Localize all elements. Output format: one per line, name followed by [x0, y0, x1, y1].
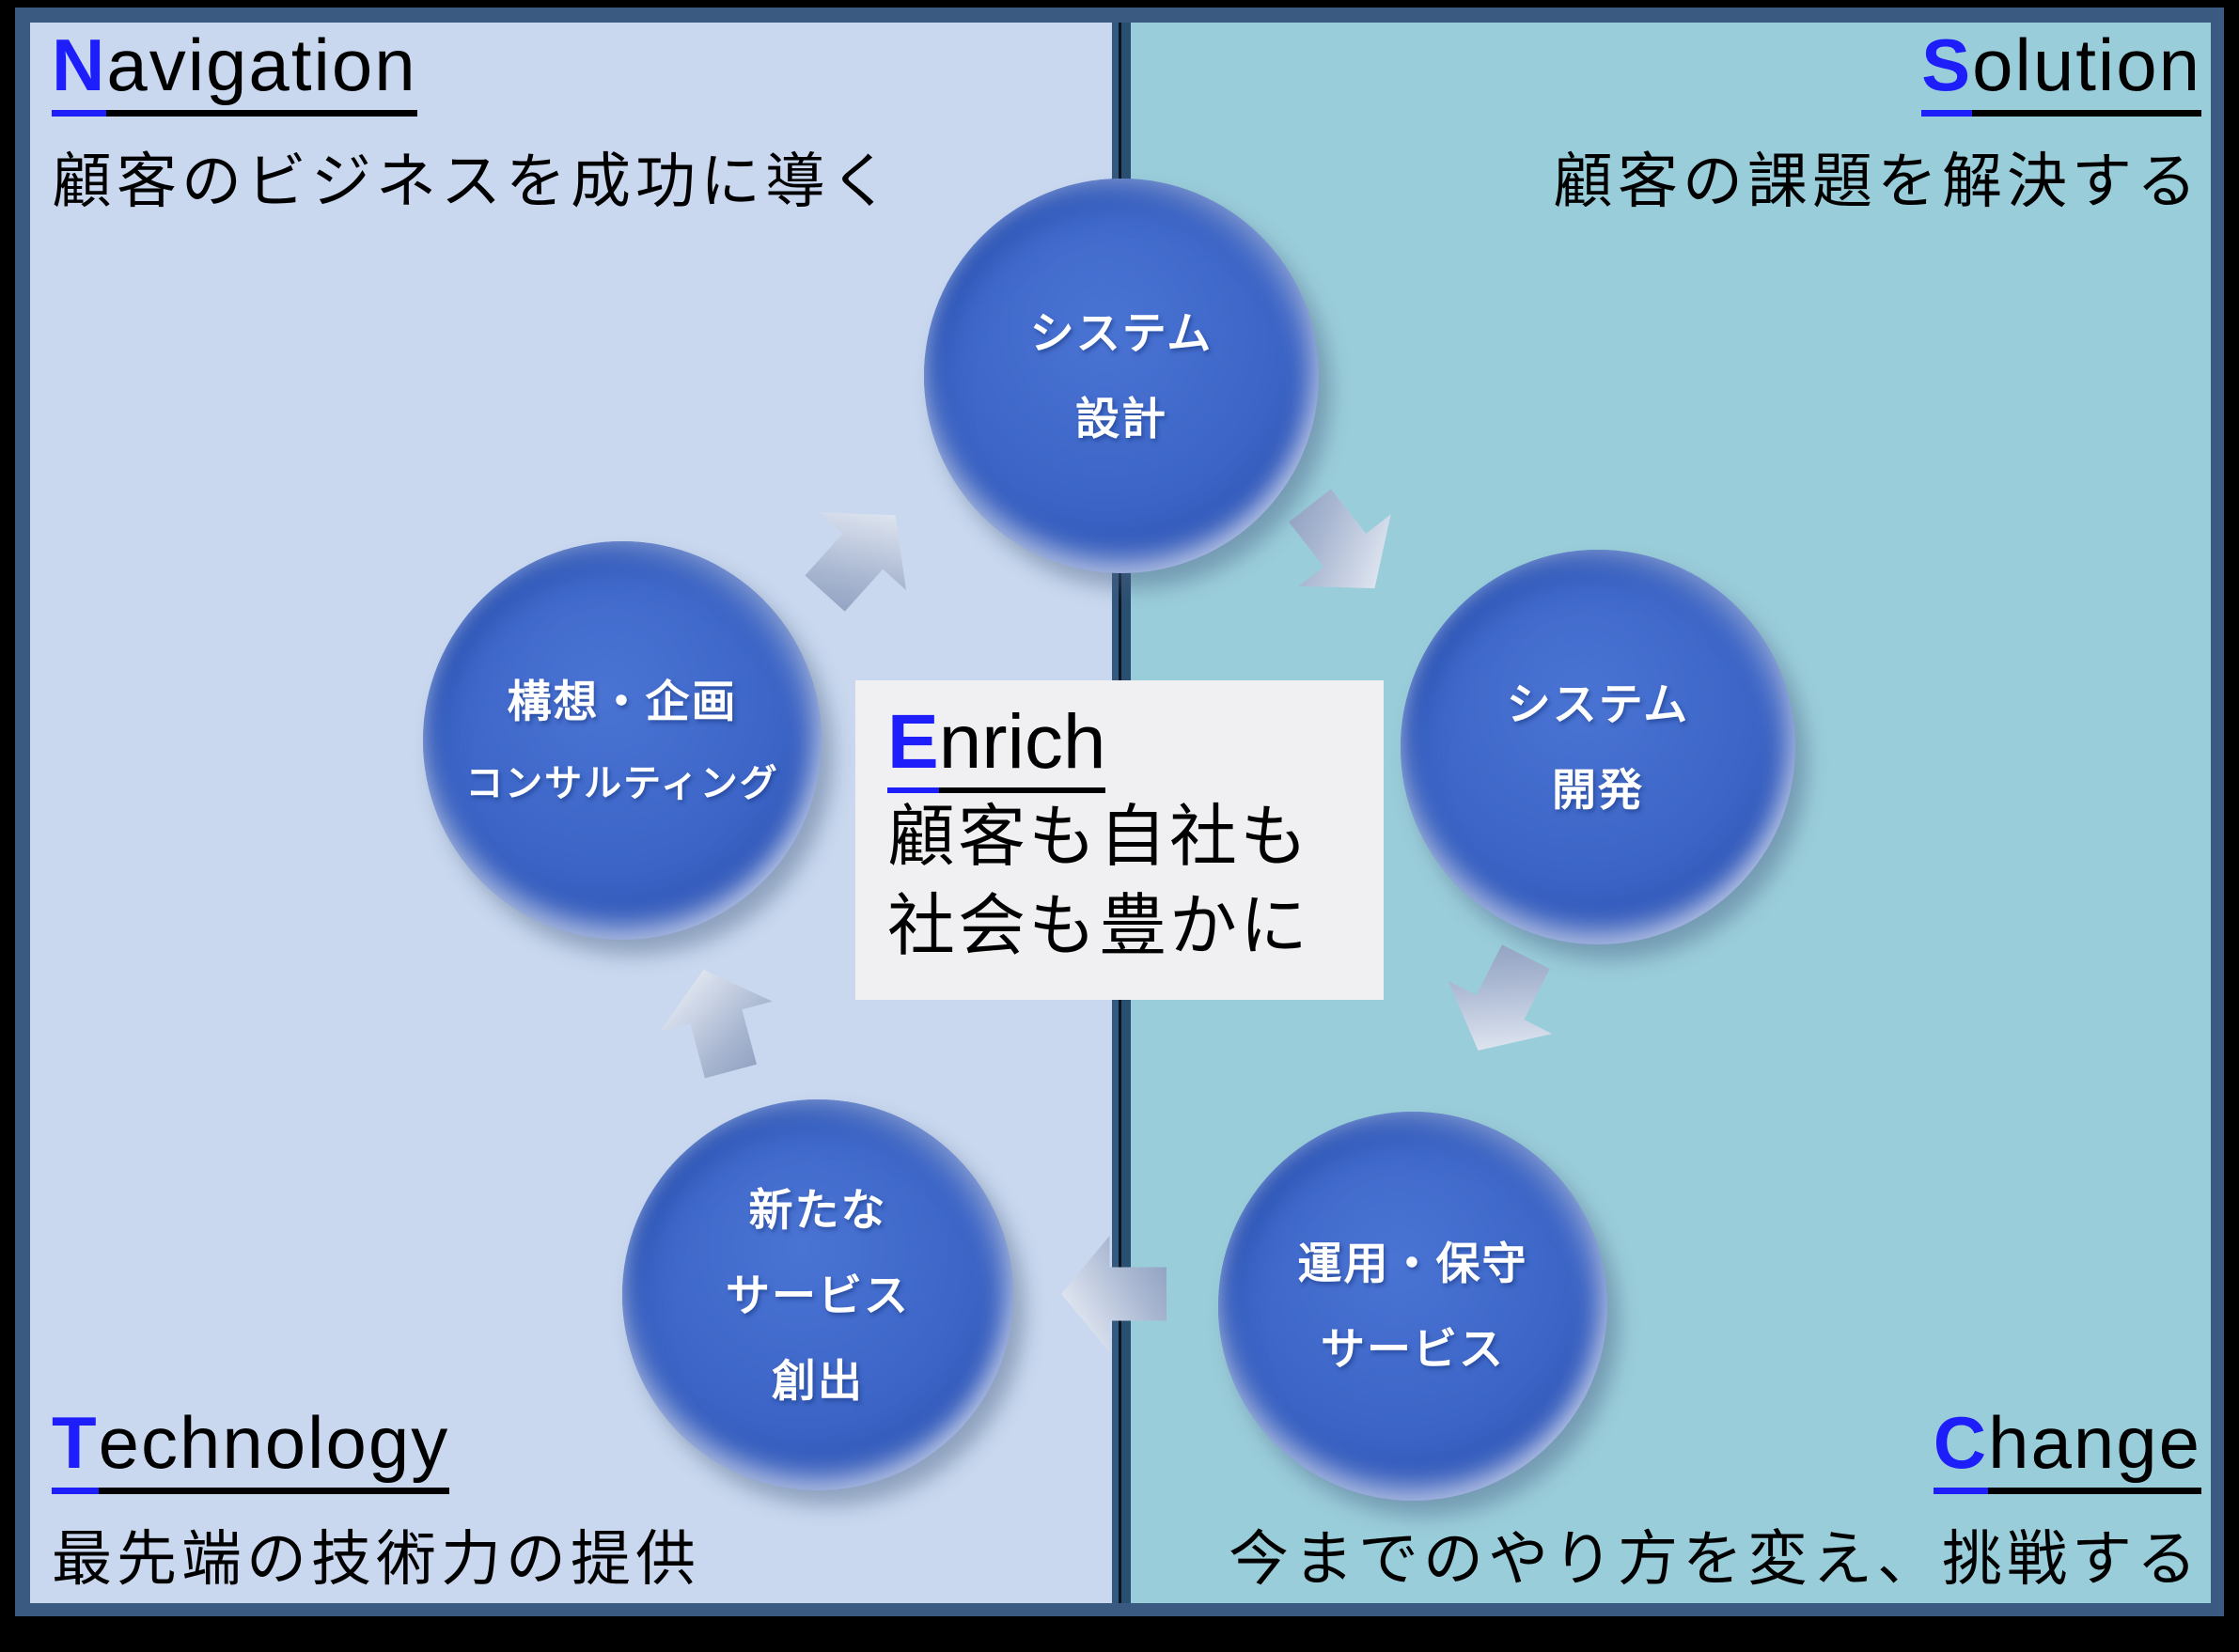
- change-title: Change: [1229, 1401, 2201, 1495]
- navigation-title: Navigation: [52, 23, 895, 117]
- cycle-step-planning-consulting: 構想・企画 コンサルティング: [423, 541, 822, 940]
- cycle-step-system-design: システム 設計: [924, 179, 1319, 573]
- cycle-step-label: サービス: [1321, 1324, 1505, 1374]
- change-initial: C: [1933, 1401, 1989, 1495]
- cycle-step-system-development: システム 開発: [1401, 550, 1795, 944]
- cycle-step-operation-maintenance: 運用・保守 サービス: [1218, 1112, 1607, 1501]
- enrich-box: Enrich 顧客も自社も 社会も豊かに: [855, 680, 1384, 1000]
- cycle-step-label: コンサルティング: [465, 762, 779, 804]
- technology-initial: T: [52, 1401, 99, 1495]
- cycle-step-label: 運用・保守: [1297, 1239, 1528, 1288]
- cycle-step-new-service-creation: 新たな サービス 創出: [622, 1099, 1013, 1490]
- solution-subtitle: 顧客の課題を解決する: [1553, 148, 2201, 216]
- corner-solution: Solution 顧客の課題を解決する: [1553, 23, 2201, 220]
- solution-rest: olution: [1972, 23, 2201, 117]
- change-rest: hange: [1988, 1401, 2201, 1495]
- cycle-step-label: 構想・企画: [507, 676, 738, 726]
- enrich-rest: nrich: [938, 699, 1106, 793]
- solution-title: Solution: [1553, 23, 2201, 117]
- cycle-step-label: システム: [1029, 308, 1213, 358]
- corner-navigation: Navigation 顧客のビジネスを成功に導く: [52, 23, 895, 220]
- technology-rest: echnology: [98, 1401, 450, 1495]
- solution-initial: S: [1921, 23, 1973, 117]
- navigation-rest: avigation: [106, 23, 417, 117]
- enrich-line2: 社会も豊かに: [887, 888, 1311, 964]
- navigation-initial: N: [52, 23, 107, 117]
- technology-title: Technology: [52, 1401, 700, 1495]
- change-subtitle: 今までのやり方を変え、挑戦する: [1229, 1525, 2201, 1594]
- corner-change: Change 今までのやり方を変え、挑戦する: [1229, 1401, 2201, 1597]
- enrich-title: Enrich: [887, 699, 1384, 793]
- cycle-step-label: システム: [1506, 679, 1690, 729]
- enrich-line1: 顧客も自社も: [887, 799, 1311, 875]
- cycle-step-label: 創出: [772, 1355, 864, 1406]
- corner-technology: Technology 最先端の技術力の提供: [52, 1401, 700, 1597]
- cycle-step-label: サービス: [726, 1270, 910, 1320]
- cycle-step-label: 設計: [1075, 394, 1167, 444]
- technology-subtitle: 最先端の技術力の提供: [52, 1525, 700, 1594]
- cycle-step-label: 開発: [1552, 765, 1644, 815]
- cycle-step-label: 新たな: [748, 1184, 887, 1235]
- enrich-initial: E: [887, 699, 939, 793]
- navigation-subtitle: 顧客のビジネスを成功に導く: [52, 148, 895, 216]
